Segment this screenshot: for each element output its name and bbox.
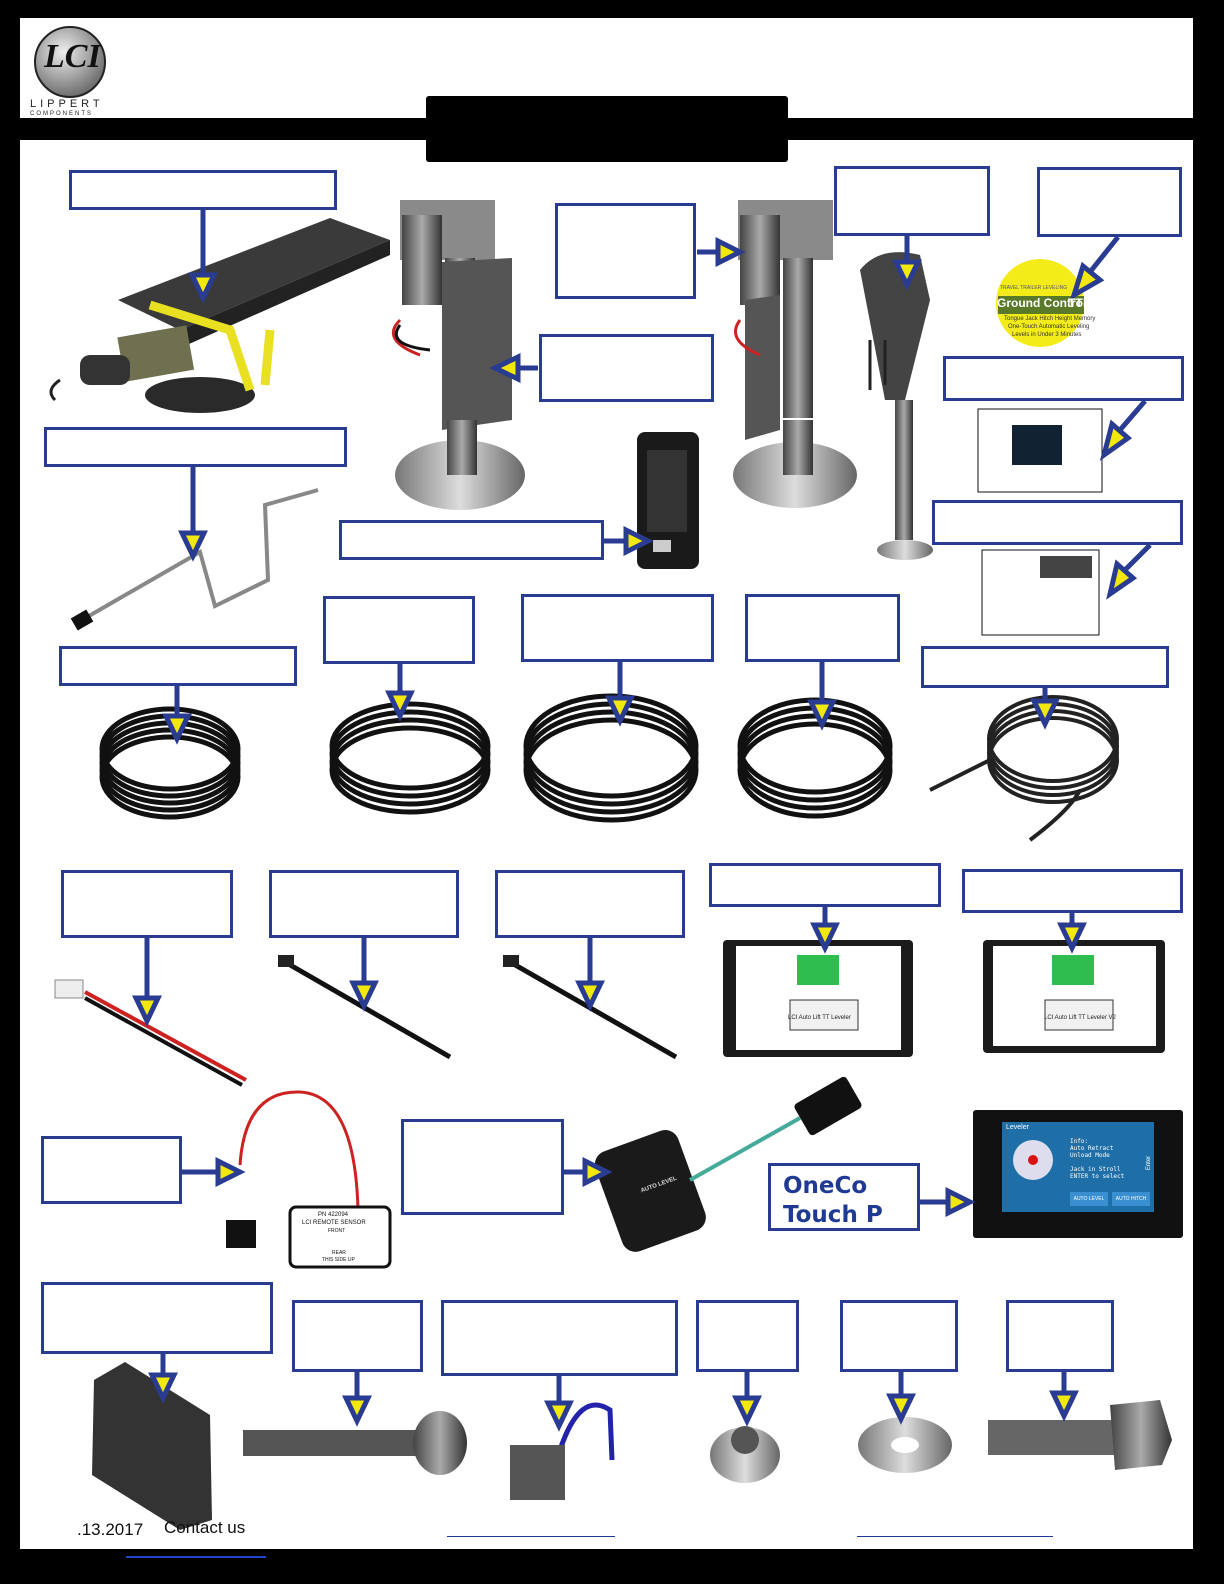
decal-title: Ground Control — [997, 296, 1087, 310]
callout-decal — [1037, 167, 1182, 237]
controller-2-label: LCI Auto Lift TT Leveler V2 — [1044, 1015, 1116, 1021]
jumper-plug-part — [510, 1402, 615, 1500]
panel-title: Leveler — [1006, 1124, 1029, 1131]
flange-bolt-part — [988, 1400, 1172, 1470]
footer-underline-2 — [857, 1536, 1053, 1537]
callout-washer — [840, 1300, 958, 1372]
callout-jack — [555, 203, 696, 299]
sensor-cable-1 — [278, 955, 452, 1060]
panel-status-line: Unload Mode — [1070, 1152, 1110, 1159]
callout-keypad — [401, 1119, 564, 1215]
panel-status-line: Auto Retract — [1070, 1145, 1114, 1152]
callout-plate — [41, 1282, 273, 1354]
callout-controller-1 — [709, 863, 941, 907]
callout-harness-4 — [745, 594, 900, 662]
footer-date: .13.2017 — [77, 1520, 144, 1539]
callout-crank — [44, 427, 347, 467]
logo-ring-icon — [34, 26, 106, 98]
callout-instruction-1 — [943, 356, 1184, 401]
keypad-part — [594, 1076, 862, 1252]
instruction-sheet-2 — [981, 549, 1100, 636]
panel-status-line: Jack in Stroll — [1070, 1166, 1121, 1173]
electric-jack-part-1 — [391, 200, 525, 510]
callout-harness-3 — [521, 594, 714, 662]
remote-sensor-part — [226, 1090, 392, 1269]
harness-coil-2 — [329, 701, 491, 815]
callout-onecontrol-text: OneCo Touch P — [783, 1173, 883, 1228]
footer-underline-1 — [447, 1536, 615, 1537]
callout-onecontrol: OneCo Touch P — [768, 1163, 920, 1231]
callout-harness-1 — [59, 646, 297, 686]
self-tap-screw-part — [243, 1411, 467, 1475]
sensor-pn: PN 422094 — [318, 1212, 349, 1218]
callout-screw — [292, 1300, 423, 1372]
sensor-name: LCI REMOTE SENSOR — [302, 1220, 366, 1226]
sensor-cable-2 — [503, 955, 678, 1060]
callout-arrows — [132, 210, 1152, 1432]
decal-bullet-2: One-Touch Automatic Leveling — [1008, 324, 1090, 330]
controller-board-2 — [983, 940, 1165, 1053]
power-pigtail-part — [54, 979, 247, 1087]
logo-mark: LCI — [44, 38, 101, 75]
decal-bullet-3: Levels in Under 3 Minutes — [1012, 332, 1082, 338]
wall-switch-part — [637, 432, 699, 569]
harness-coil-5 — [929, 695, 1119, 842]
tongue-jack-part — [860, 252, 933, 560]
panel-auto-level-button[interactable]: AUTO LEVEL — [1070, 1192, 1108, 1206]
panel-status-box: Info: Auto Retract Unload Mode Jack in S… — [1070, 1138, 1142, 1186]
decal-model: TT — [1068, 296, 1083, 310]
callout-controller-2 — [962, 869, 1183, 913]
callout-cable-1 — [269, 870, 459, 938]
callout-harness-2 — [323, 596, 475, 664]
flange-nut-part — [710, 1426, 780, 1483]
panel-auto-hitch-button[interactable]: AUTO HITCH — [1112, 1192, 1150, 1206]
controller-board-1 — [723, 940, 913, 1057]
crank-handle-part — [70, 488, 319, 631]
sensor-rear: REAR — [332, 1250, 346, 1256]
harness-coil-4 — [737, 697, 893, 819]
callout-harness-5 — [921, 646, 1169, 688]
callout-nut — [696, 1300, 799, 1372]
instruction-sheet-1 — [977, 408, 1103, 493]
callout-jack-bracket — [539, 334, 714, 402]
decal-subtitle: TRAVEL TRAILER LEVELING — [1000, 285, 1068, 291]
touch-panel-part — [973, 1110, 1183, 1238]
logo-sub: COMPONENTS — [30, 111, 94, 117]
mounting-plate-part — [92, 1362, 212, 1530]
callout-pigtail — [61, 870, 233, 938]
footer-underline-link — [126, 1556, 266, 1558]
callout-jumper — [441, 1300, 678, 1376]
callout-stabilizer — [69, 170, 337, 210]
lippert-logo: LCI LIPPERT COMPONENTS — [30, 26, 106, 117]
callout-switch — [339, 520, 604, 560]
callout-bolt — [1006, 1300, 1114, 1372]
panel-side-label: Enter — [1146, 1155, 1153, 1171]
callout-tongue-jack — [834, 166, 990, 236]
callout-cable-2 — [495, 870, 685, 938]
electric-jack-part-2 — [733, 200, 857, 508]
callout-sensor — [41, 1136, 182, 1204]
ground-control-decal — [996, 259, 1084, 347]
panel-status-line — [1070, 1159, 1142, 1166]
decal-bullet-1: Tongue Jack Hitch Height Memory — [1004, 316, 1096, 322]
title-box — [426, 96, 788, 162]
sensor-front: FRONT — [328, 1228, 346, 1234]
washer-part — [858, 1417, 952, 1473]
sensor-side: THIS SIDE UP — [322, 1257, 355, 1263]
panel-status-line: ENTER to select — [1070, 1173, 1125, 1180]
panel-status-line: Info: — [1070, 1138, 1089, 1145]
footer-contact[interactable]: Contact us — [164, 1518, 246, 1537]
stabilizer-jack-part — [49, 218, 390, 413]
harness-coil-3 — [523, 693, 699, 823]
callout-instruction-2 — [932, 500, 1183, 545]
logo-brand: LIPPERT — [30, 98, 104, 110]
controller-1-label: LCI Auto Lift TT Leveler — [788, 1015, 851, 1021]
